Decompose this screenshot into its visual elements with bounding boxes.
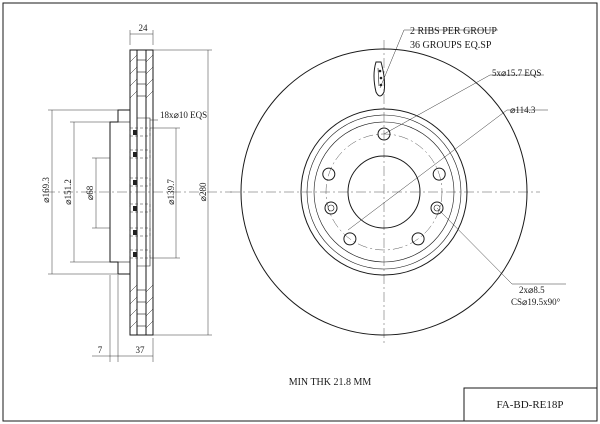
bolt-holes-label: 5x⌀15.7 EQS bbox=[492, 68, 541, 78]
pin-holes-label: 2x⌀8.5 bbox=[519, 285, 545, 295]
hub-hat-profile bbox=[109, 109, 130, 275]
vent-dots bbox=[133, 130, 137, 257]
hub-bolt-holes bbox=[129, 127, 151, 259]
title-block bbox=[463, 387, 598, 422]
ribs-per-group: 2 RIBS PER GROUP bbox=[410, 26, 497, 37]
dim-d1512: ⌀151.2 bbox=[63, 179, 73, 205]
outer-diameter-circle bbox=[240, 48, 528, 336]
dim-d1397: ⌀139.7 bbox=[166, 179, 176, 205]
countersink-label: CS⌀19.5x90° bbox=[511, 297, 561, 307]
vent-rib-detail bbox=[373, 61, 386, 97]
dim-height: 37 bbox=[136, 345, 146, 355]
dim-offset: 7 bbox=[98, 345, 103, 355]
part-number: FA-BD-RE18P bbox=[496, 399, 563, 411]
dim-thickness: 24 bbox=[139, 23, 149, 33]
side-section-view: 24 18x⌀10 EQS ⌀169.3 ⌀151.2 ⌀68 ⌀139.7 ⌀… bbox=[41, 23, 232, 362]
front-view: 2 RIBS PER GROUP 36 GROUPS EQ.SP 5x⌀15.7… bbox=[230, 26, 566, 345]
left-diameter-dims bbox=[48, 109, 118, 275]
vent-slots bbox=[137, 59, 146, 327]
min-thickness-note: MIN THK 21.8 MM bbox=[289, 377, 372, 388]
centre-bore bbox=[347, 155, 421, 229]
bolt-holes bbox=[322, 127, 446, 246]
hat-circle-1 bbox=[306, 114, 462, 270]
section-hatching bbox=[129, 54, 154, 329]
hat-circle-2 bbox=[313, 121, 455, 263]
dim-d1693: ⌀169.3 bbox=[41, 177, 51, 203]
dim-holes-eqs: 18x⌀10 EQS bbox=[160, 110, 207, 120]
friction-inner-circle bbox=[300, 108, 468, 276]
outer-plate bbox=[145, 49, 154, 336]
inner-plate bbox=[129, 49, 138, 336]
dim-d68: ⌀68 bbox=[85, 185, 95, 200]
pcd-label: ⌀114.3 bbox=[510, 105, 536, 115]
groups-eq-sp: 36 GROUPS EQ.SP bbox=[410, 40, 492, 51]
dim-d280: ⌀280 bbox=[198, 182, 208, 201]
pin-holes bbox=[324, 201, 444, 215]
